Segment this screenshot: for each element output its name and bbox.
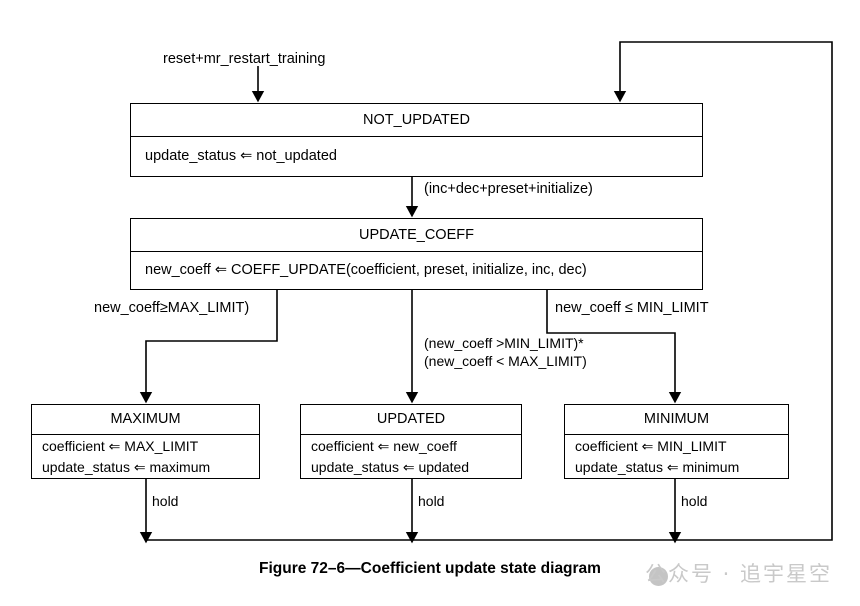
state-action: new_coeff ⇐ COEFF_UPDATE(coefficient, pr… bbox=[145, 261, 587, 278]
edge-label-hold-minimum: hold bbox=[681, 493, 708, 509]
state-body-update-coeff: new_coeff ⇐ COEFF_UPDATE(coefficient, pr… bbox=[131, 252, 702, 288]
state-box-not-updated[interactable]: NOT_UPDATED update_status ⇐ not_updated bbox=[130, 103, 703, 177]
edge-label-to-updated-line2: (new_coeff < MAX_LIMIT) bbox=[424, 353, 587, 370]
state-action: coefficient ⇐ new_coeff bbox=[311, 438, 457, 455]
state-box-update-coeff[interactable]: UPDATE_COEFF new_coeff ⇐ COEFF_UPDATE(co… bbox=[130, 218, 703, 290]
edge-label-hold-maximum: hold bbox=[152, 493, 179, 509]
state-action: update_status ⇐ not_updated bbox=[145, 147, 337, 164]
edge-label-to-updated: (new_coeff >MIN_LIMIT)* (new_coeff < MAX… bbox=[424, 334, 587, 370]
state-title-maximum: MAXIMUM bbox=[32, 405, 259, 435]
state-title-minimum: MINIMUM bbox=[565, 405, 788, 435]
state-box-minimum[interactable]: MINIMUM coefficient ⇐ MIN_LIMIT update_s… bbox=[564, 404, 789, 479]
edge-label-to-minimum: new_coeff ≤ MIN_LIMIT bbox=[555, 300, 709, 316]
state-action: coefficient ⇐ MIN_LIMIT bbox=[575, 438, 727, 455]
state-action: update_status ⇐ maximum bbox=[42, 458, 211, 475]
state-body-maximum: coefficient ⇐ MAX_LIMIT update_status ⇐ … bbox=[32, 435, 259, 478]
state-title-not-updated: NOT_UPDATED bbox=[131, 104, 702, 137]
watermark-dot-icon bbox=[649, 567, 668, 586]
state-box-updated[interactable]: UPDATED coefficient ⇐ new_coeff update_s… bbox=[300, 404, 522, 479]
edge-label-to-maximum: new_coeff≥MAX_LIMIT) bbox=[94, 300, 250, 316]
figure-caption: Figure 72–6—Coefficient update state dia… bbox=[259, 560, 601, 577]
state-title-update-coeff: UPDATE_COEFF bbox=[131, 219, 702, 252]
state-box-maximum[interactable]: MAXIMUM coefficient ⇐ MAX_LIMIT update_s… bbox=[31, 404, 260, 479]
state-action: update_status ⇐ updated bbox=[311, 458, 470, 475]
edge-label-reset: reset+mr_restart_training bbox=[163, 51, 326, 67]
state-body-updated: coefficient ⇐ new_coeff update_status ⇐ … bbox=[301, 435, 521, 478]
edge-label-hold-updated: hold bbox=[418, 493, 445, 509]
state-action: update_status ⇐ minimum bbox=[575, 458, 740, 475]
edge-label-to-update-coeff: (inc+dec+preset+initialize) bbox=[424, 181, 593, 197]
state-title-updated: UPDATED bbox=[301, 405, 521, 435]
state-action: coefficient ⇐ MAX_LIMIT bbox=[42, 438, 199, 455]
state-body-minimum: coefficient ⇐ MIN_LIMIT update_status ⇐ … bbox=[565, 435, 788, 478]
watermark-text: 公众号 · 追宇星空 bbox=[645, 562, 833, 586]
edge-label-to-updated-line1: (new_coeff >MIN_LIMIT)* bbox=[424, 335, 584, 351]
state-body-not-updated: update_status ⇐ not_updated bbox=[131, 137, 702, 175]
